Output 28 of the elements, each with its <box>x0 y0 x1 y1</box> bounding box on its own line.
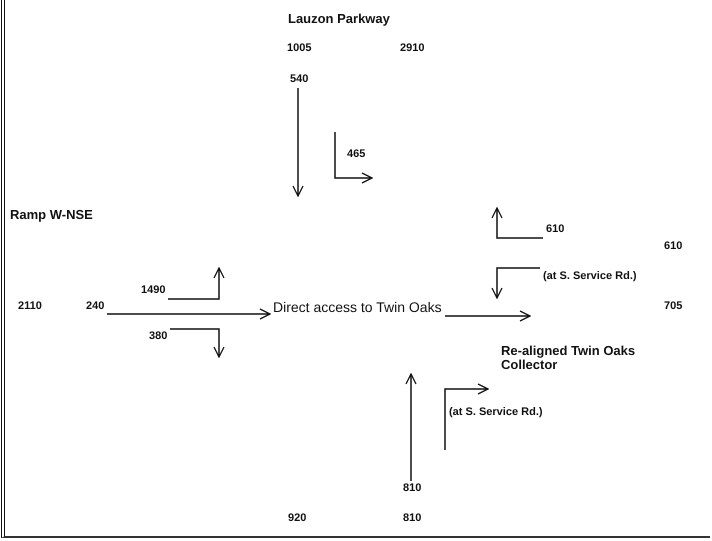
volume-label: 2110 <box>18 301 42 313</box>
traffic-label: 380 <box>149 331 168 343</box>
movement-arrow <box>405 373 417 481</box>
traffic-label: 810 <box>403 483 422 495</box>
movement-arrow <box>168 267 225 300</box>
traffic-label: (at S. Service Rd.) <box>543 271 637 283</box>
traffic-label: 540 <box>290 74 308 86</box>
movement-arrow <box>445 310 531 322</box>
volume-label: 705 <box>664 301 682 313</box>
movement-arrow <box>170 328 225 358</box>
traffic-label: Direct access to Twin Oaks <box>273 300 442 315</box>
volume-label: 610 <box>664 241 682 253</box>
movement-arrow <box>107 308 271 320</box>
movement-arrow <box>491 267 540 299</box>
traffic-label: 610 <box>546 224 564 236</box>
volume-label: 1005 <box>287 43 312 55</box>
movement-arrow <box>491 207 543 239</box>
road-name: Re-aligned Twin Oaks Collector <box>501 344 636 372</box>
road-name: Ramp W-NSE <box>10 208 93 222</box>
traffic-label: 1490 <box>141 285 166 297</box>
volume-label: 2910 <box>400 43 424 55</box>
traffic-label: 240 <box>86 301 104 313</box>
road-name: Lauzon Parkway <box>288 12 390 26</box>
volume-label: 920 <box>288 513 306 525</box>
volume-label: (at S. Service Rd.) <box>449 407 543 419</box>
volume-label: 465 <box>347 149 366 161</box>
volume-label: 810 <box>403 513 422 525</box>
movement-arrow <box>292 88 304 197</box>
